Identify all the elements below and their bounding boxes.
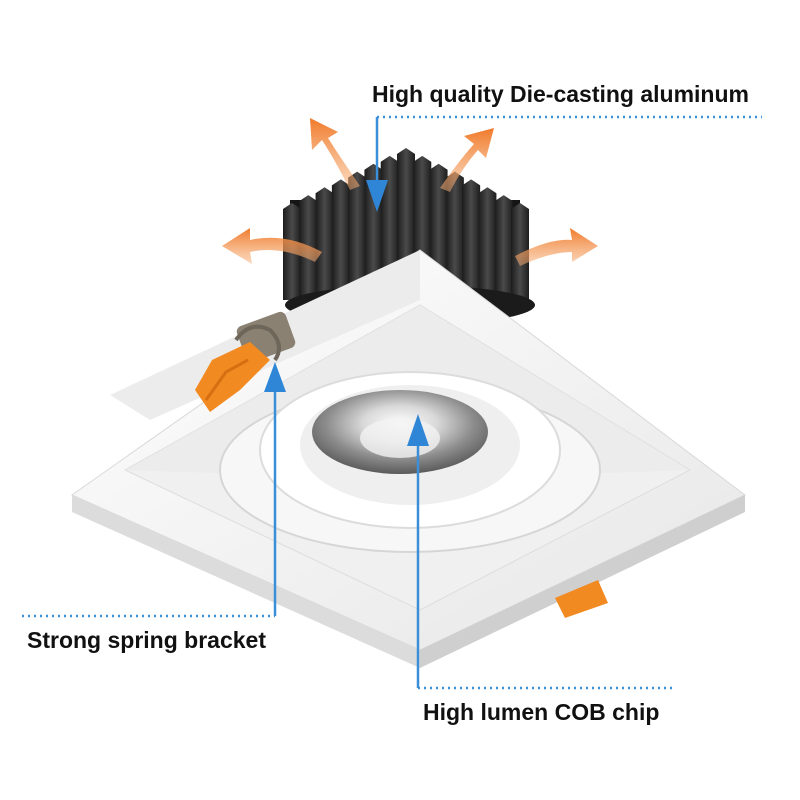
heatsink-fins bbox=[283, 148, 529, 300]
spring-bracket bbox=[195, 311, 608, 618]
spring-clip-tab bbox=[195, 342, 270, 412]
callout-pointer-arrow-icon bbox=[264, 362, 286, 392]
heatsink-fin bbox=[445, 171, 464, 300]
heatsink-fin bbox=[462, 179, 481, 300]
heatsink bbox=[283, 148, 535, 325]
heatsink-fin bbox=[478, 187, 497, 300]
heat-flow-arrow-icon bbox=[440, 128, 494, 192]
callout-heatsink-label: High quality Die-casting aluminum bbox=[372, 81, 749, 107]
callout-pointer-arrow-icon bbox=[407, 414, 429, 446]
heatsink-fin bbox=[331, 179, 350, 300]
spring-clip-tab-bottom bbox=[555, 580, 608, 618]
callout-spring-label: Strong spring bracket bbox=[27, 627, 266, 653]
heatsink-fin bbox=[494, 195, 513, 300]
heatsink-fin bbox=[511, 203, 529, 300]
heat-flow-arrow-icon bbox=[222, 228, 322, 264]
heat-flow-arrows bbox=[222, 118, 598, 266]
heatsink-fin bbox=[348, 171, 367, 300]
heat-flow-arrow-icon bbox=[515, 228, 598, 266]
heatsink-fin bbox=[315, 187, 334, 300]
heat-flow-arrow-icon bbox=[310, 118, 360, 190]
callout-lines bbox=[22, 115, 762, 690]
callout-pointer-arrow-icon bbox=[366, 180, 388, 212]
callout-cob-label: High lumen COB chip bbox=[423, 699, 659, 725]
